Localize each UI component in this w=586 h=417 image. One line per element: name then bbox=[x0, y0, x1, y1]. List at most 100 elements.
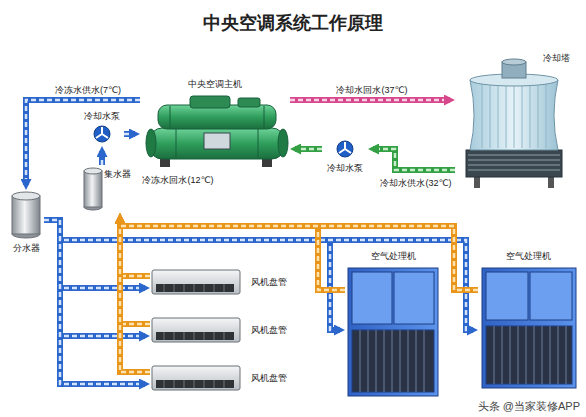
pipe-heads bbox=[44, 220, 150, 384]
fan-coil-illustration-part bbox=[152, 318, 240, 342]
equipment-node: 风机盘管 bbox=[150, 316, 290, 344]
pipe-outer bbox=[44, 220, 473, 330]
air-handler-illustration-part bbox=[352, 272, 392, 324]
pipe-inner bbox=[26, 100, 140, 179]
pipe-heads bbox=[120, 213, 150, 276]
air-handler-illustration-part bbox=[348, 268, 438, 396]
pipe-inner bbox=[120, 224, 150, 372]
water-pipe bbox=[44, 220, 150, 384]
fan-coil-illustration-part bbox=[156, 332, 234, 340]
pipe-inner bbox=[379, 149, 455, 170]
pipe-outer bbox=[295, 146, 322, 152]
fan-coil-illustration bbox=[152, 270, 240, 294]
pipe-heads bbox=[124, 134, 140, 135]
collector-illustration-part bbox=[84, 168, 102, 174]
chiller-illustration-part bbox=[170, 106, 264, 158]
distributor-illustration bbox=[12, 192, 40, 238]
pipe-outer bbox=[44, 220, 340, 330]
pipe-heads bbox=[120, 213, 150, 324]
equipment-label: 集水器 bbox=[104, 168, 131, 180]
water-pipe bbox=[26, 100, 140, 190]
pump-illustration bbox=[337, 141, 353, 157]
air-handler-illustration bbox=[482, 268, 576, 388]
distributor-illustration-part bbox=[12, 196, 40, 234]
equipment-node: 集水器 bbox=[80, 165, 138, 213]
cooling-tower-illustration bbox=[466, 59, 562, 188]
water-pipe bbox=[120, 213, 150, 324]
water-pipe bbox=[290, 100, 455, 101]
fan-coil-illustration-part bbox=[164, 284, 224, 292]
equipment-label-box: 冷却水泵 bbox=[322, 162, 368, 174]
equipment-label: 冷却水泵 bbox=[327, 162, 363, 174]
fan-coil-illustration bbox=[152, 318, 240, 342]
equipment-label-box: 空气处理机 bbox=[345, 250, 441, 262]
chiller-illustration bbox=[146, 96, 288, 167]
pipe-label: 冷却水供水(32℃) bbox=[378, 177, 453, 189]
pipe-outer bbox=[290, 97, 450, 103]
pipe-label: 冷却水回水(37℃) bbox=[334, 84, 409, 96]
equipment-node: 空气处理机 bbox=[345, 250, 441, 398]
pipe-heads bbox=[290, 100, 455, 101]
chiller-illustration-part bbox=[278, 129, 288, 157]
pipe-heads bbox=[26, 100, 140, 190]
equipment-label-box: 空气处理机 bbox=[478, 250, 578, 262]
air-handler-illustration-part bbox=[352, 330, 434, 392]
collector-illustration bbox=[84, 168, 102, 210]
pipe-inner bbox=[44, 220, 334, 330]
pipe-heads bbox=[44, 220, 478, 330]
equipment-node: 风机盘管 bbox=[150, 364, 290, 392]
air-handler-illustration-part bbox=[360, 330, 424, 392]
fan-coil-illustration bbox=[152, 366, 240, 390]
fan-coil-illustration-part bbox=[156, 380, 234, 388]
fan-coil-illustration-part bbox=[156, 284, 234, 292]
equipment-node: 冷却水泵 bbox=[80, 110, 124, 146]
chiller-illustration-part bbox=[190, 96, 230, 108]
cooling-tower-illustration-part bbox=[468, 155, 560, 170]
equipment-label-box: 冷却水泵 bbox=[80, 110, 124, 122]
pipe-outer bbox=[120, 218, 150, 372]
fan-coil-illustration-part bbox=[152, 270, 240, 294]
pipe-heads bbox=[102, 146, 103, 165]
equipment-label: 风机盘管 bbox=[251, 276, 287, 288]
water-pipe bbox=[368, 149, 455, 170]
equipment-label: 冷却塔 bbox=[543, 52, 570, 64]
pipe-inner bbox=[44, 220, 139, 384]
air-handler-illustration-part bbox=[482, 268, 576, 388]
equipment-label-box: 风机盘管 bbox=[251, 324, 287, 336]
pipe-label: 冷冻水供水(7℃) bbox=[53, 84, 123, 96]
equipment-label-box: 风机盘管 bbox=[251, 372, 287, 384]
chiller-illustration-part bbox=[238, 98, 260, 107]
pipe-outer bbox=[99, 151, 105, 165]
equipment-label: 风机盘管 bbox=[251, 324, 287, 336]
air-handler-illustration-part bbox=[530, 272, 572, 320]
watermark: 头条 @当家装修APP bbox=[478, 399, 580, 413]
chiller-illustration-part bbox=[146, 129, 156, 157]
water-pipe bbox=[120, 213, 150, 276]
equipment-label: 中央空调主机 bbox=[188, 78, 242, 90]
pump-illustration-part bbox=[96, 127, 108, 138]
pump-illustration-part bbox=[339, 142, 351, 153]
air-handler-illustration-part bbox=[494, 326, 566, 384]
equipment-node: 分水器 bbox=[8, 190, 44, 254]
equipment-label-box: 集水器 bbox=[104, 168, 131, 180]
air-handler-illustration bbox=[348, 268, 438, 396]
equipment-label: 冷却水泵 bbox=[84, 110, 120, 122]
air-handler-illustration-part bbox=[486, 326, 572, 384]
pump-illustration-part bbox=[337, 141, 353, 157]
equipment-node: 冷却水泵 bbox=[322, 138, 368, 174]
pipe-inner bbox=[290, 99, 444, 102]
chiller-illustration-part bbox=[150, 128, 284, 159]
water-pipe bbox=[290, 149, 322, 150]
pipe-inner bbox=[120, 224, 150, 276]
chiller-illustration-part bbox=[204, 133, 230, 149]
equipment-label: 风机盘管 bbox=[251, 372, 287, 384]
fan-coil-illustration-part bbox=[164, 380, 224, 388]
water-pipe bbox=[102, 146, 103, 165]
equipment-node: 冷却塔 bbox=[455, 52, 572, 190]
pump-illustration-part bbox=[94, 126, 110, 142]
equipment-node: 中央空调主机 bbox=[140, 78, 290, 170]
collector-illustration-part bbox=[84, 171, 102, 207]
pipe-inner bbox=[124, 133, 129, 136]
water-pipe bbox=[124, 134, 140, 135]
